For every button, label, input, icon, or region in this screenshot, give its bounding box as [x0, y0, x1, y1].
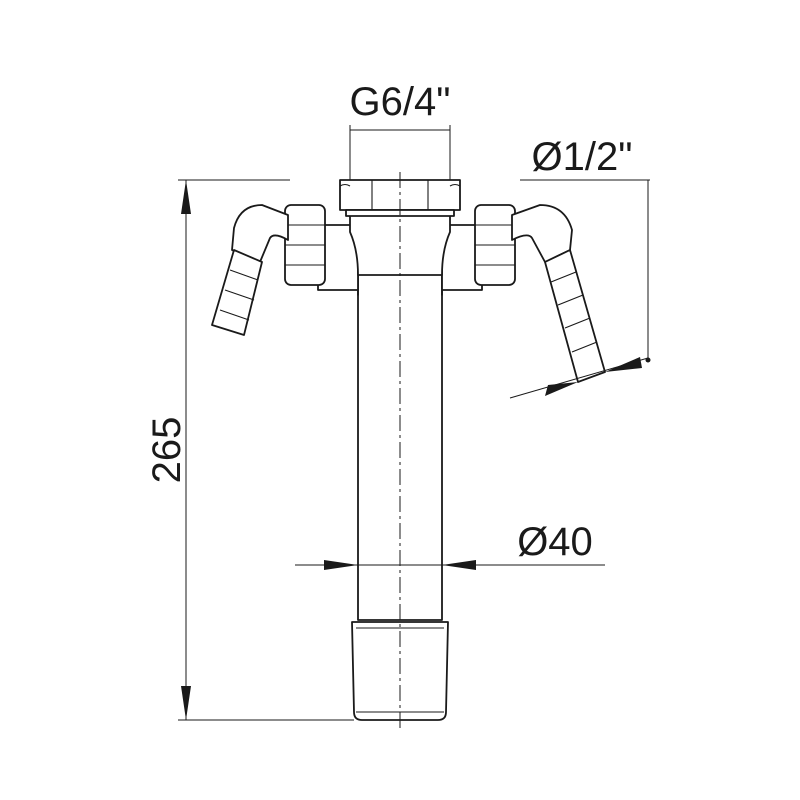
height-label: 265: [145, 417, 189, 484]
hose-dimension: Ø1/2": [509, 135, 651, 399]
thread-label: G6/4": [350, 80, 451, 124]
right-hose-connector: [474, 204, 606, 383]
pipe-diameter-label: Ø40: [517, 520, 593, 564]
thread-dimension: G6/4": [349, 80, 451, 180]
right-barb-4: [571, 341, 598, 353]
nut-chamfer: [339, 183, 461, 187]
left-hose-nozzle: [211, 249, 263, 336]
height-arrow-bottom: [181, 686, 191, 720]
height-dimension: 265: [145, 179, 354, 721]
hose-arrow-left: [545, 382, 578, 396]
left-hose-connector: [211, 204, 326, 336]
height-arrow-top: [181, 180, 191, 214]
hose-dimension-dot: [645, 357, 651, 363]
right-hose-nozzle: [544, 249, 606, 383]
right-barb-2: [557, 294, 584, 306]
tee-neck: [349, 211, 451, 276]
left-barb-3: [219, 309, 250, 321]
hose-arrow-right: [605, 357, 642, 372]
pipe-dimension: Ø40: [295, 520, 605, 570]
left-barb-2: [224, 289, 255, 301]
hose-diameter-label: Ø1/2": [532, 135, 633, 179]
right-barb-3: [564, 317, 591, 329]
pipe-arrow-right: [442, 560, 476, 570]
right-barb-1: [550, 271, 577, 283]
pipe-arrow-left: [324, 560, 358, 570]
left-barb-1: [229, 269, 259, 281]
